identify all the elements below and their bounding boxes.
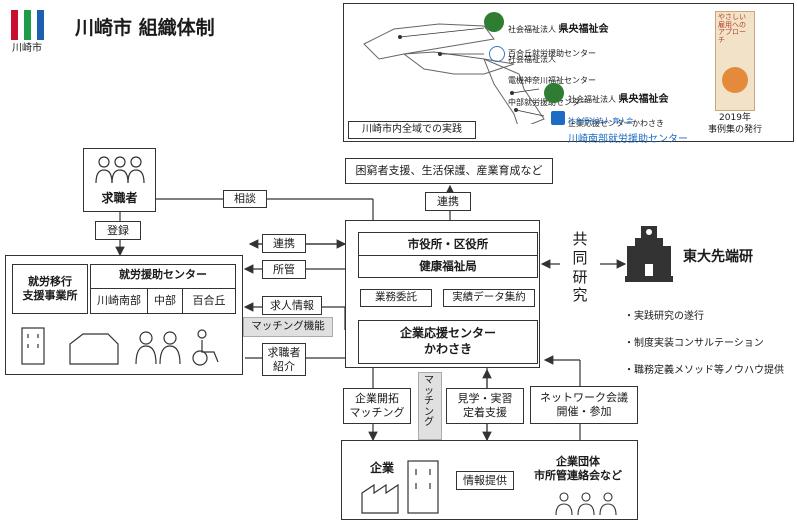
org-emblem-icon [489,46,505,62]
todai-label: 東大先端研 [683,249,753,265]
employment-center-box: 就労援助センター 川崎南部 中部 百合丘 [90,264,236,314]
casebook-cover: やさしい雇用へのアプローチ [715,11,755,111]
factory-icon [361,460,439,514]
transition-support-box: 就労移行 支援事業所 [12,264,88,314]
org-emblem-icon [484,12,504,32]
center-yurigaoka: 百合丘 [182,288,236,314]
org-emblem-icon [544,83,564,103]
facility-icons [21,327,219,366]
map-item-4: 社会福祉法人 育人会 川崎南部就労援助センター [568,117,688,146]
business-groups-label: 企業団体 市所管連絡会など [534,455,622,483]
map-item-1: 社会福祉法人 県央福祉会 百合丘就労援助センター [508,24,609,59]
map-caption: 川崎市内全域での実践 [348,121,476,139]
welfare-policy-box: 困窮者支援、生活保護、産業育成など [345,158,553,184]
map-outline [363,23,545,124]
visit-training-label: 見学・実習 定着支援 [446,388,524,424]
book-year: 2019年 [719,113,751,123]
matching-vertical-banner: マッチング [418,372,442,440]
todai-bullets: ・実践研究の遂行 ・制度実装コンサルテーション ・職務定義メソッド等ノウハウ提供 [624,310,784,376]
kigyo-center-line2: かわさき [423,342,472,356]
people-icon [95,156,145,184]
building-icon [21,327,45,365]
matching-function-label: マッチング機能 [243,317,333,337]
job-seeker-label: 求職者 [101,191,138,205]
person-icon [163,331,177,345]
support-agencies-panel: 就労移行 支援事業所 就労援助センター 川崎南部 中部 百合丘 [5,255,243,375]
wheelchair-icon [197,329,207,339]
joint-research-label: 共 同 研 究 [572,230,588,305]
info-provision-label: 情報提供 [456,471,514,490]
center-south: 川崎南部 [90,288,148,314]
city-logo: 川崎市 [8,8,48,56]
cross-emblem-icon [551,111,565,125]
kigyo-support-center-box: 企業応援センター かわさき [358,320,538,364]
city-hall-label: 市役所・区役所 [358,232,538,256]
people-icon [555,492,617,516]
company-label: 企業 [370,461,395,475]
job-info-label: 求人情報 [262,296,322,315]
center-middle: 中部 [147,288,183,314]
data-aggregation-label: 実績データ集約 [443,289,535,307]
consultation-label: 相談 [223,190,267,208]
job-seeker-box: 求職者 [83,148,156,212]
registration-label: 登録 [95,221,141,240]
employment-center-label: 就労援助センター [119,268,207,281]
house-icon [69,333,119,365]
university-building-icon [625,226,673,282]
health-welfare-label: 健康福祉局 [358,255,538,278]
map-item-3: 社会福祉法人 県央福祉会 企業応援センターかわさき [568,94,669,129]
business-panel: 企業 情報提供 企業団体 市所管連絡会など [341,440,638,520]
map-panel: 社会福祉法人 県央福祉会 百合丘就労援助センター 社会福祉法人 電機神奈川福祉セ… [343,3,794,145]
logo-text: 川崎市 [12,43,42,54]
page-title: 川崎市 組織体制 [75,17,215,39]
book-caption: 事例集の発行 [707,125,762,135]
jurisdiction-label: 所管 [262,260,306,279]
outsourcing-label: 業務委託 [360,289,432,307]
person-icon [139,331,153,345]
cooperation-left-label: 連携 [262,234,306,253]
map-item-2: 社会福祉法人 電機神奈川福祉センター 中部就労援助センター [508,54,596,107]
job-seeker-referral-label: 求職者 紹介 [262,343,306,376]
cooperation-top-label: 連携 [425,192,471,211]
illustration-icon [722,67,748,93]
network-meeting-label: ネットワーク会議 開催・参加 [530,386,638,424]
company-matching-label: 企業開拓 マッチング [343,388,411,424]
kigyo-center-line1: 企業応援センター [399,326,496,340]
